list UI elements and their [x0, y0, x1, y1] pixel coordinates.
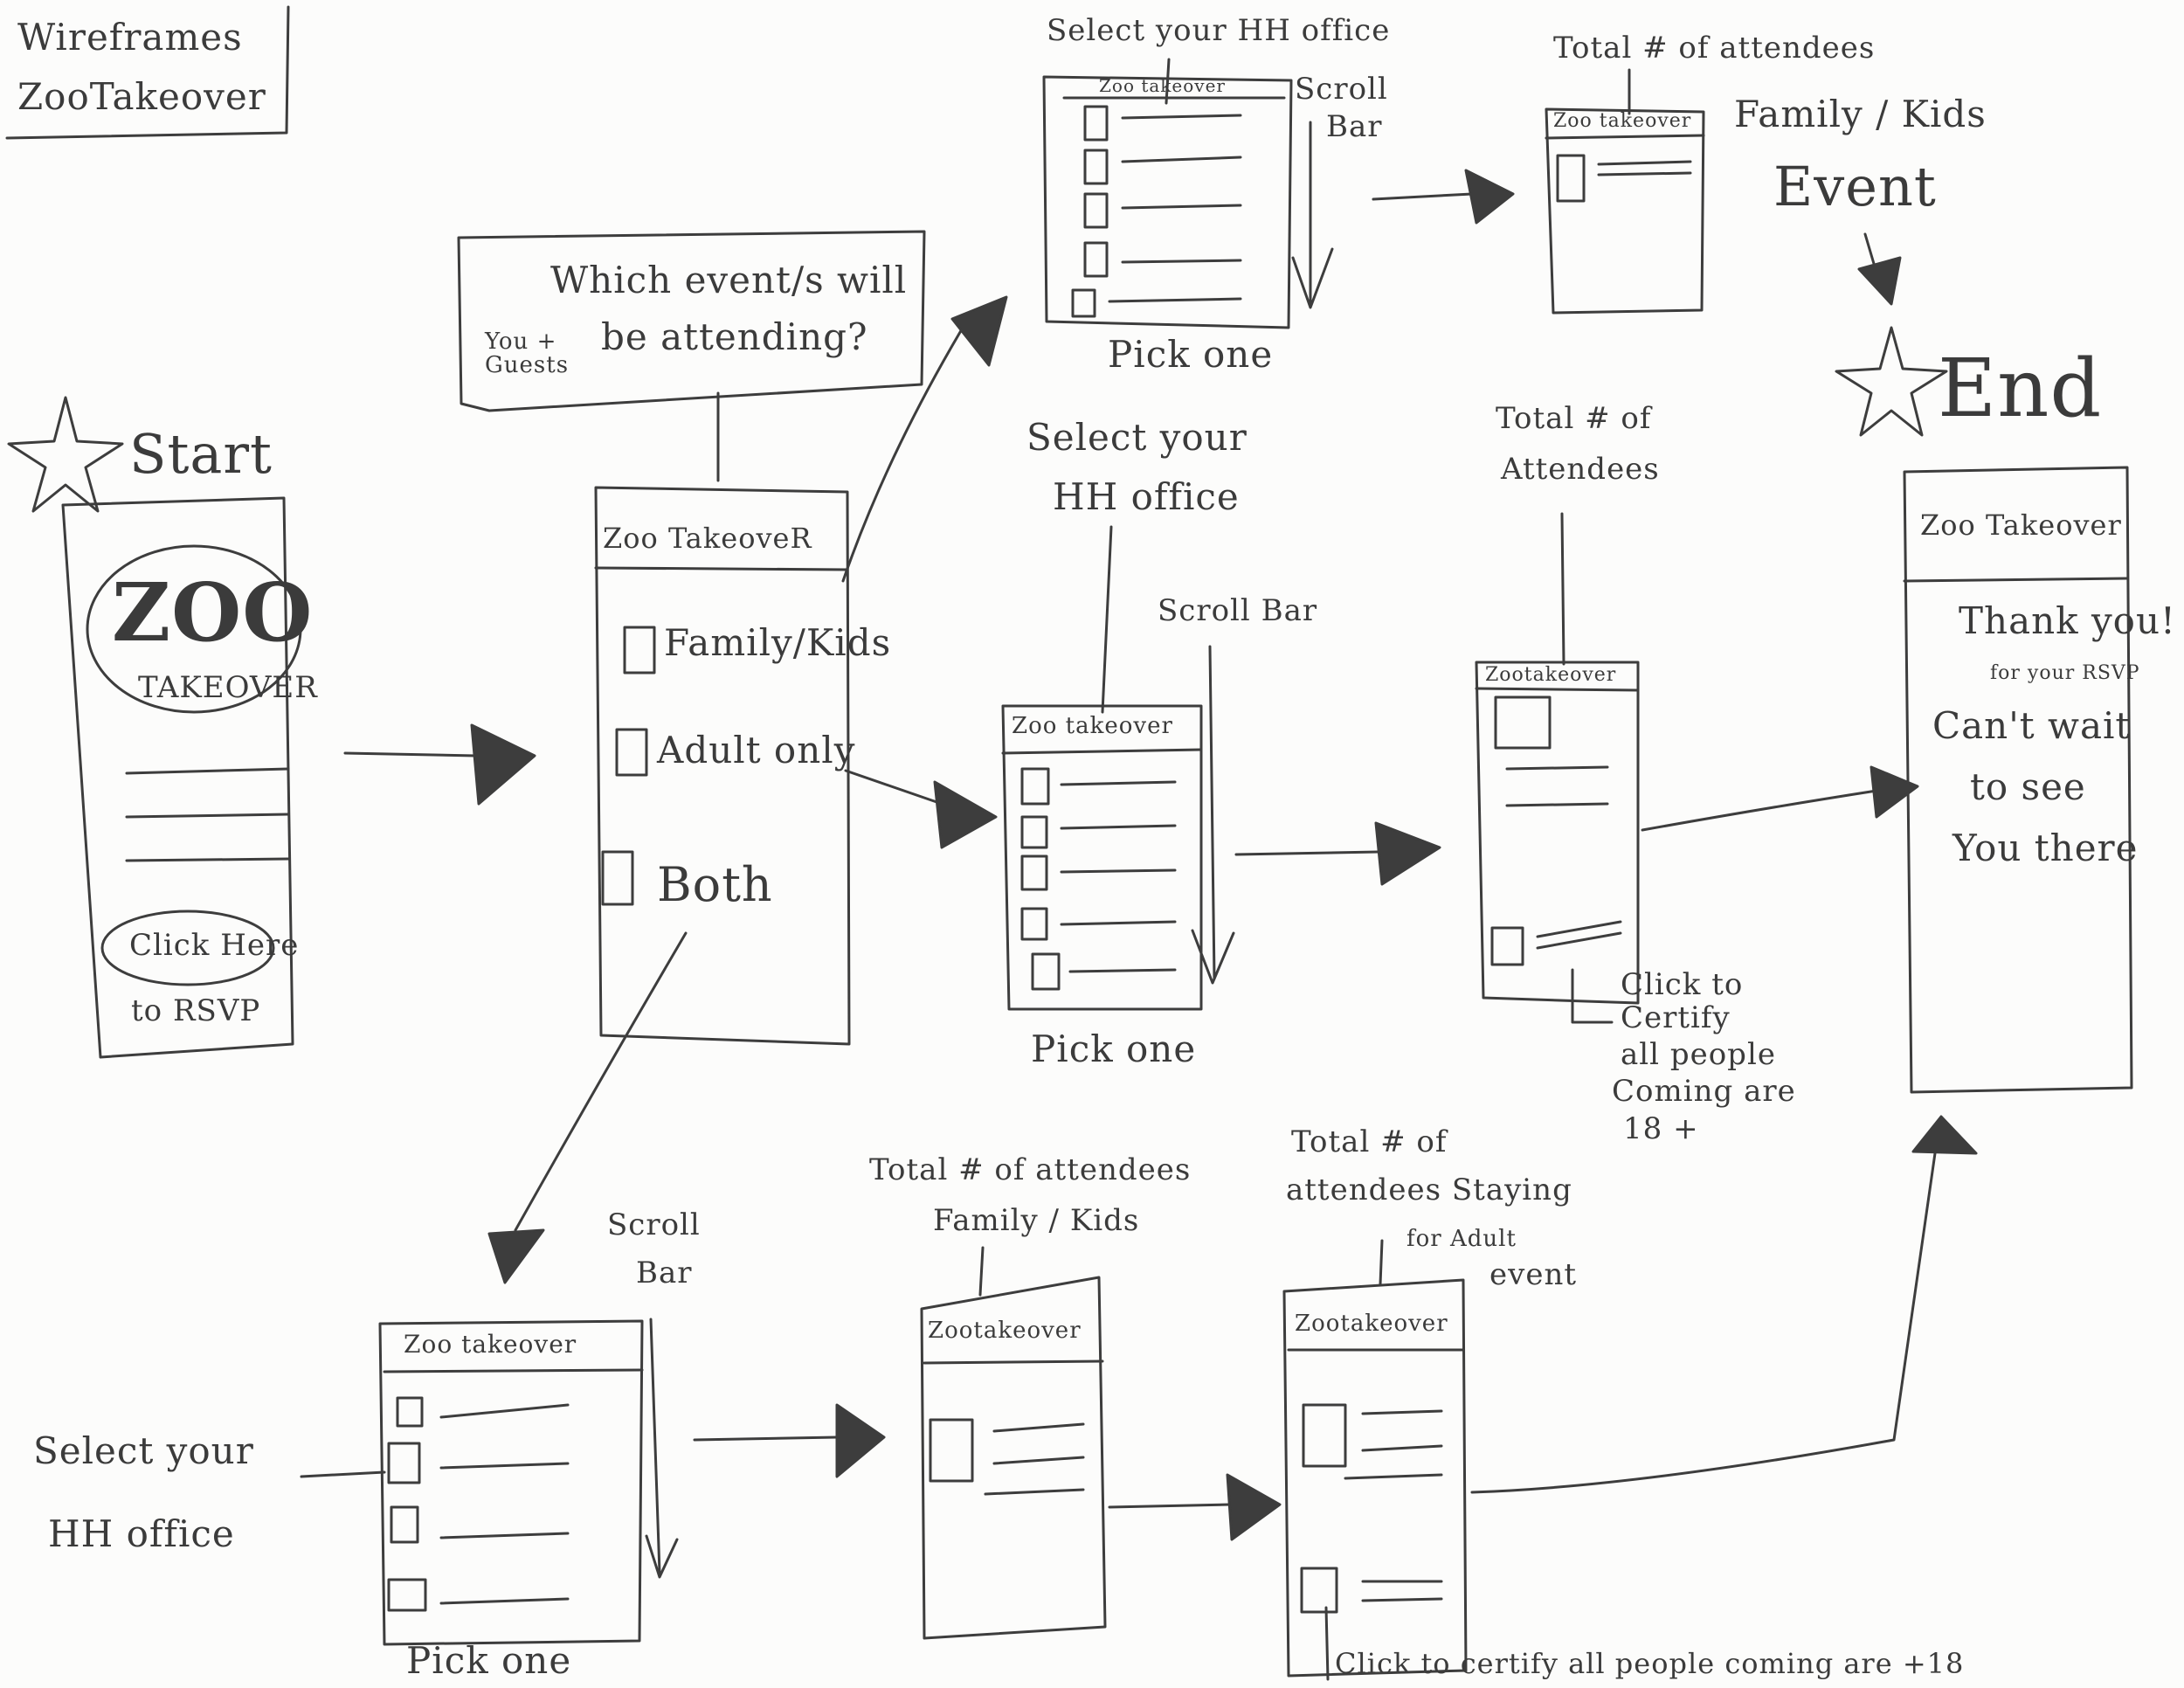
end-star-icon — [1836, 328, 1946, 435]
screen-attendees-top — [1546, 70, 1704, 313]
attendees-label: event — [1489, 1260, 1577, 1290]
attendees-label: Total # of attendees — [1553, 33, 1875, 64]
screen-header: Zoo Takeover — [1920, 511, 2122, 540]
certify-note: Coming are — [1612, 1076, 1796, 1107]
callout-question-line-1: Which event/s will — [550, 262, 907, 300]
pick-one-label: Pick one — [1108, 336, 1273, 374]
attendees-sublabel: Event — [1773, 159, 1937, 214]
screen-header: Zoo takeover — [1553, 112, 1691, 131]
checkbox-both — [603, 852, 632, 904]
pick-one-label: Pick one — [406, 1643, 571, 1680]
rsvp-note: for your RSVP — [1990, 664, 2140, 683]
office-label: Select your HH office — [1047, 16, 1390, 46]
office-label: HH office — [48, 1516, 235, 1553]
title-line-2: ZooTakeover — [17, 79, 266, 116]
option-family-kids[interactable]: Family/Kids — [664, 625, 891, 662]
screen-header: Zoo takeover — [1099, 77, 1226, 94]
screen-header: Zoo takeover — [404, 1332, 577, 1358]
office-label: HH office — [1053, 479, 1240, 516]
start-star-icon — [9, 398, 122, 511]
attendees-label: Total # of attendees — [869, 1155, 1191, 1186]
end-label: End — [1938, 348, 2102, 430]
callout-question-line-2: be attending? — [601, 319, 868, 356]
office-label: Select your — [33, 1433, 254, 1470]
scroll-bar-label: Bar — [1326, 112, 1383, 142]
pick-one-label: Pick one — [1031, 1031, 1196, 1069]
title-line-1: Wireframes — [17, 19, 243, 57]
thank-you-message: Thank you! — [1959, 603, 2176, 640]
zoo-logo-subtitle: TAKEOVER — [138, 673, 318, 703]
callout-note: You + Guests — [485, 330, 581, 377]
certify-note: Click to — [1621, 970, 1743, 1000]
scroll-bar-label: Scroll — [1295, 74, 1388, 105]
option-adult-only[interactable]: Adult only — [657, 732, 855, 770]
rsvp-button[interactable]: Click Here — [129, 930, 299, 961]
screen-attendees-mid — [1476, 514, 1638, 1022]
screen-header: Zoo takeover — [1012, 715, 1173, 738]
screen-header: Zootakeover — [928, 1319, 1082, 1343]
screen-header: Zoo TakeoveR — [603, 524, 812, 553]
attendees-label: attendees Staying — [1286, 1175, 1572, 1206]
rsvp-caption: to RSVP — [131, 996, 260, 1027]
certify-note: 18 + — [1623, 1114, 1699, 1145]
checkbox-adult — [617, 730, 646, 775]
checkbox-family — [625, 627, 654, 673]
screen-family-bottom — [922, 1248, 1105, 1638]
scroll-bar-label: Bar — [636, 1258, 693, 1289]
office-label: Select your — [1026, 419, 1248, 457]
start-label: Start — [129, 426, 273, 481]
screen-header: Zootakeover — [1295, 1312, 1448, 1336]
attendees-label: Attendees — [1501, 454, 1660, 485]
attendees-label: Family / Kids — [933, 1206, 1139, 1236]
screen-adult-bottom — [1284, 1241, 1466, 1679]
certify-note: all people — [1621, 1040, 1776, 1070]
screen-header: Zootakeover — [1485, 666, 1616, 685]
thanks-line: Can't wait — [1932, 708, 2131, 745]
certify-note: Click to certify all people coming are +… — [1335, 1650, 1964, 1678]
attendees-label: Total # of — [1496, 404, 1651, 434]
thanks-line: You there — [1952, 830, 2138, 868]
attendees-label: for Adult — [1406, 1228, 1517, 1251]
attendees-sublabel: Family / Kids — [1734, 96, 1987, 134]
screen-office-top — [1044, 59, 1332, 328]
option-both[interactable]: Both — [657, 861, 773, 909]
scroll-bar-label: Scroll — [607, 1210, 701, 1241]
attendees-label: Total # of — [1291, 1127, 1447, 1158]
zoo-logo: ZOO — [112, 572, 313, 654]
thanks-line: to see — [1970, 769, 2086, 806]
scroll-bar-label: Scroll Bar — [1158, 596, 1317, 626]
certify-note: Certify — [1621, 1003, 1731, 1034]
screen-office-bottom — [380, 1319, 677, 1644]
